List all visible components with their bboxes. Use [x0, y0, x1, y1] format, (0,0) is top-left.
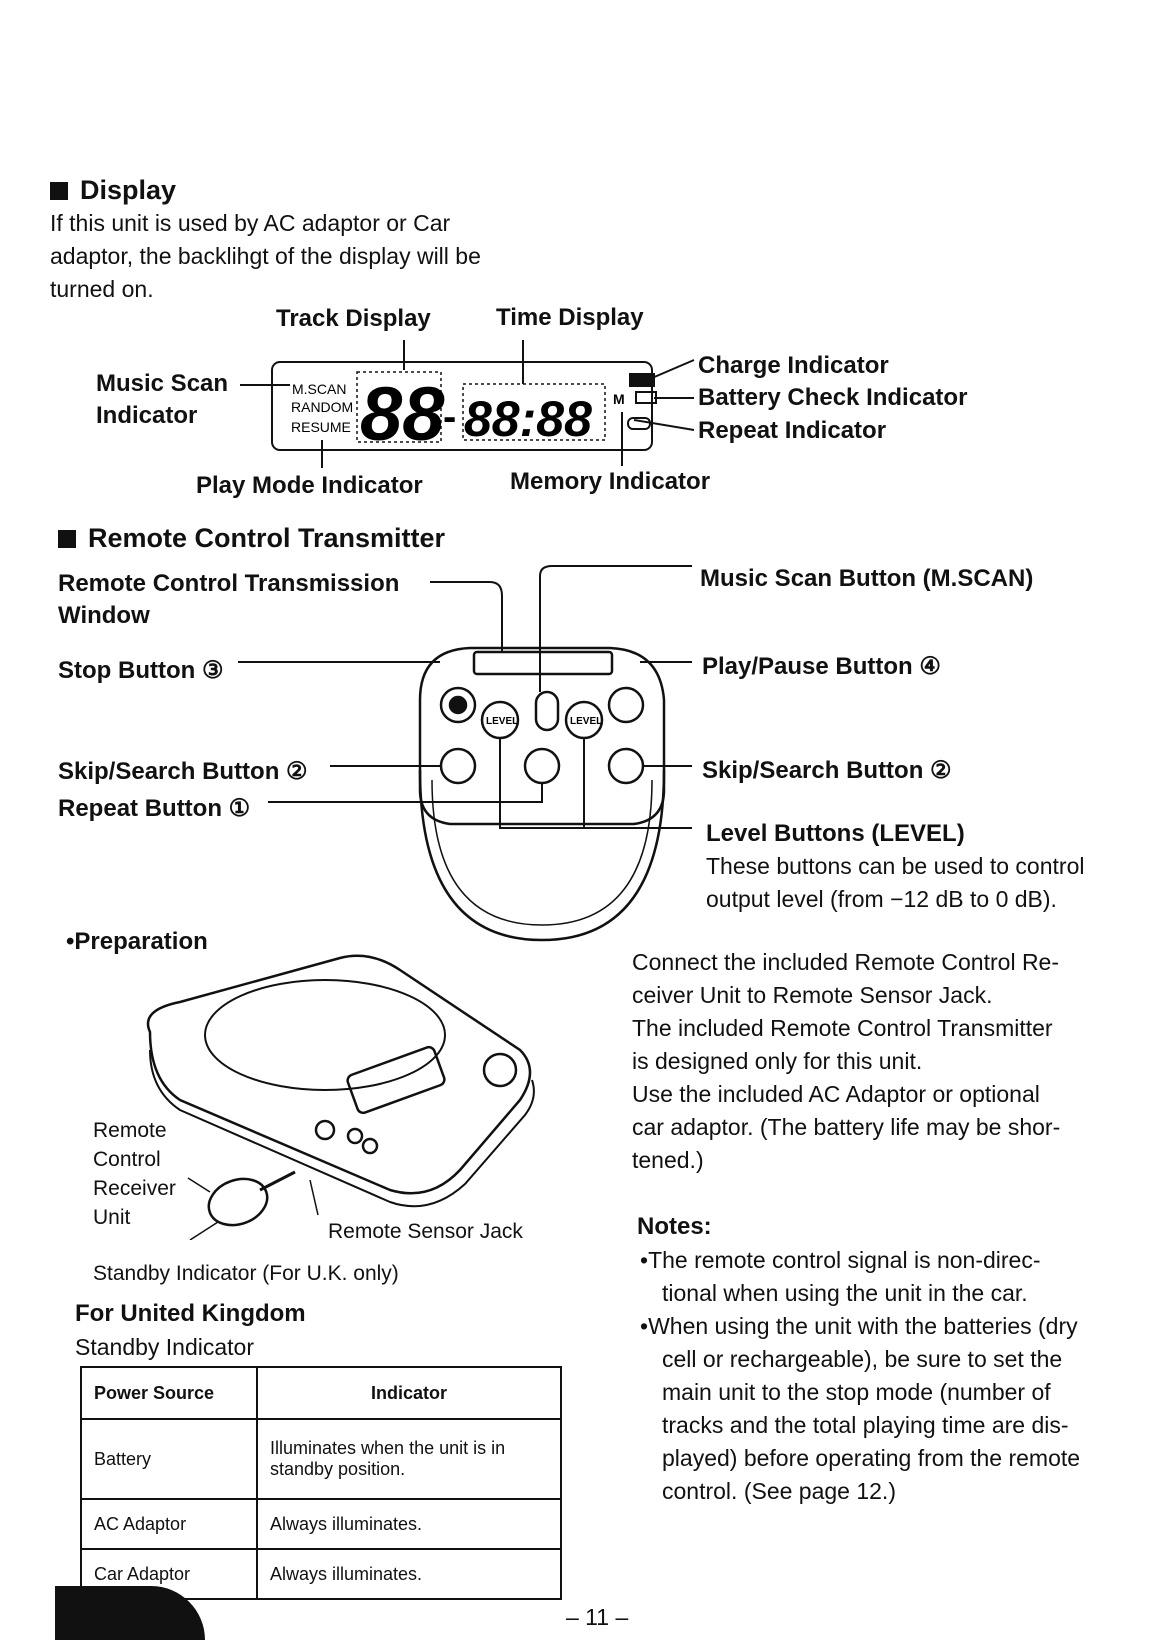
intro-line: turned on. — [50, 276, 154, 302]
square-bullet-icon — [58, 530, 76, 548]
note-item: The remote control signal is non-direc- … — [640, 1244, 1080, 1310]
table-cell: Illuminates when the unit is in standby … — [256, 1418, 562, 1500]
standby-indicator-table: Power Source Indicator Battery Illuminat… — [80, 1366, 562, 1600]
lcd-resume: RESUME — [291, 419, 351, 435]
charge-indicator-label: Charge Indicator — [698, 352, 889, 379]
music-scan-indicator-label: Music Scan Indicator — [96, 370, 229, 429]
cd-player-illustration — [146, 954, 535, 1240]
lcd-outline — [271, 361, 653, 451]
square-bullet-icon — [50, 182, 68, 200]
battery-check-icon — [635, 391, 657, 404]
mscan-button-shape — [534, 690, 560, 732]
table-row: AC Adaptor Always illuminates. — [80, 1498, 562, 1550]
level-buttons-label: Level Buttons (LEVEL) — [706, 820, 965, 847]
cd-lid — [204, 979, 446, 1091]
remote-receiver-unit — [207, 1177, 269, 1227]
remote-sensor-jack-label: Remote Sensor Jack — [328, 1220, 523, 1243]
repeat-button-label: Repeat Button ① — [58, 795, 251, 822]
notes-list: The remote control signal is non-direc- … — [640, 1244, 1080, 1508]
table-header-cell: Power Source — [80, 1366, 258, 1420]
intro-line: adaptor, the backlihgt of the display wi… — [50, 243, 481, 269]
remote-heading: Remote Control Transmitter — [58, 523, 445, 554]
stop-button-label: Stop Button ③ — [58, 657, 224, 684]
play-mode-indicator-label: Play Mode Indicator — [196, 472, 423, 499]
standby-indicator-label: Standby Indicator (For U.K. only) — [93, 1262, 399, 1285]
level-plus-text: LEVEL — [570, 716, 602, 727]
intro-line: If this unit is used by AC adaptor or Ca… — [50, 210, 451, 236]
remote-body-outline — [418, 646, 666, 826]
remote-lower-arc — [418, 769, 666, 942]
cd-player-body — [146, 954, 532, 1195]
lcd-random: RANDOM — [291, 399, 353, 415]
preparation-text: Connect the included Remote Control Re- … — [632, 949, 1061, 1173]
lcd-memory-m: M — [613, 391, 625, 407]
repeat-indicator-label: Repeat Indicator — [698, 417, 887, 444]
battery-check-indicator-label: Battery Check Indicator — [698, 384, 968, 411]
level-minus-text: LEVEL — [486, 716, 518, 727]
transmission-window-label: Remote Control Transmission Window — [58, 570, 400, 629]
notes-heading: Notes: — [637, 1213, 712, 1240]
table-cell: Always illuminates. — [256, 1548, 562, 1600]
skip-left-button-shape — [439, 747, 477, 785]
lcd-mscan: M.SCAN — [292, 381, 346, 397]
stop-button-shape — [439, 686, 477, 724]
charge-icon — [629, 373, 655, 387]
page-number: – 11 – — [566, 1604, 629, 1630]
music-scan-button-label: Music Scan Button (M.SCAN) — [700, 565, 1034, 592]
display-heading: Display — [50, 175, 176, 206]
skip-search-right-label: Skip/Search Button ② — [702, 757, 952, 784]
play-pause-button-label: Play/Pause Button ④ — [702, 653, 941, 680]
table-cell: Battery — [80, 1418, 258, 1500]
uk-heading: For United Kingdom — [75, 1300, 306, 1327]
display-intro: If this unit is used by AC adaptor or Ca… — [50, 207, 481, 306]
level-description: These buttons can be used to control out… — [706, 853, 1085, 912]
lcd-dash: - — [443, 395, 456, 439]
transmission-window — [472, 650, 614, 676]
repeat-icon — [627, 417, 651, 430]
memory-indicator-label: Memory Indicator — [510, 468, 711, 495]
table-header-cell: Indicator — [256, 1366, 562, 1420]
lcd-track-digits: 88 — [360, 372, 445, 457]
table-cell: Always illuminates. — [256, 1498, 562, 1550]
skip-right-button-shape — [607, 747, 645, 785]
lcd-diagram: M.SCAN RANDOM RESUME 88 - 88:88 M — [240, 340, 695, 468]
time-digit-box — [462, 383, 606, 441]
track-digit-box — [356, 371, 442, 443]
preparation-heading: Preparation — [66, 928, 208, 956]
time-display-label: Time Display — [496, 304, 644, 331]
uk-subheading: Standby Indicator — [75, 1334, 255, 1360]
cd-display-panel — [346, 1045, 446, 1115]
table-header-row: Power Source Indicator — [80, 1366, 562, 1420]
remote-receiver-label: Remote Control Receiver Unit — [93, 1119, 176, 1229]
track-display-label: Track Display — [276, 305, 431, 332]
cd-button — [482, 1052, 518, 1088]
table-row: Battery Illuminates when the unit is in … — [80, 1418, 562, 1500]
note-item: When using the unit with the batteries (… — [640, 1310, 1080, 1508]
remote-diagram: LEVEL LEVEL — [238, 565, 692, 942]
play-pause-button-shape — [607, 686, 645, 724]
skip-search-left-label: Skip/Search Button ② — [58, 758, 308, 785]
corner-scan-shadow — [55, 1586, 205, 1640]
repeat-button-shape — [523, 747, 561, 785]
lcd-time-digits: 88:88 — [464, 391, 592, 447]
table-cell: AC Adaptor — [80, 1498, 258, 1550]
